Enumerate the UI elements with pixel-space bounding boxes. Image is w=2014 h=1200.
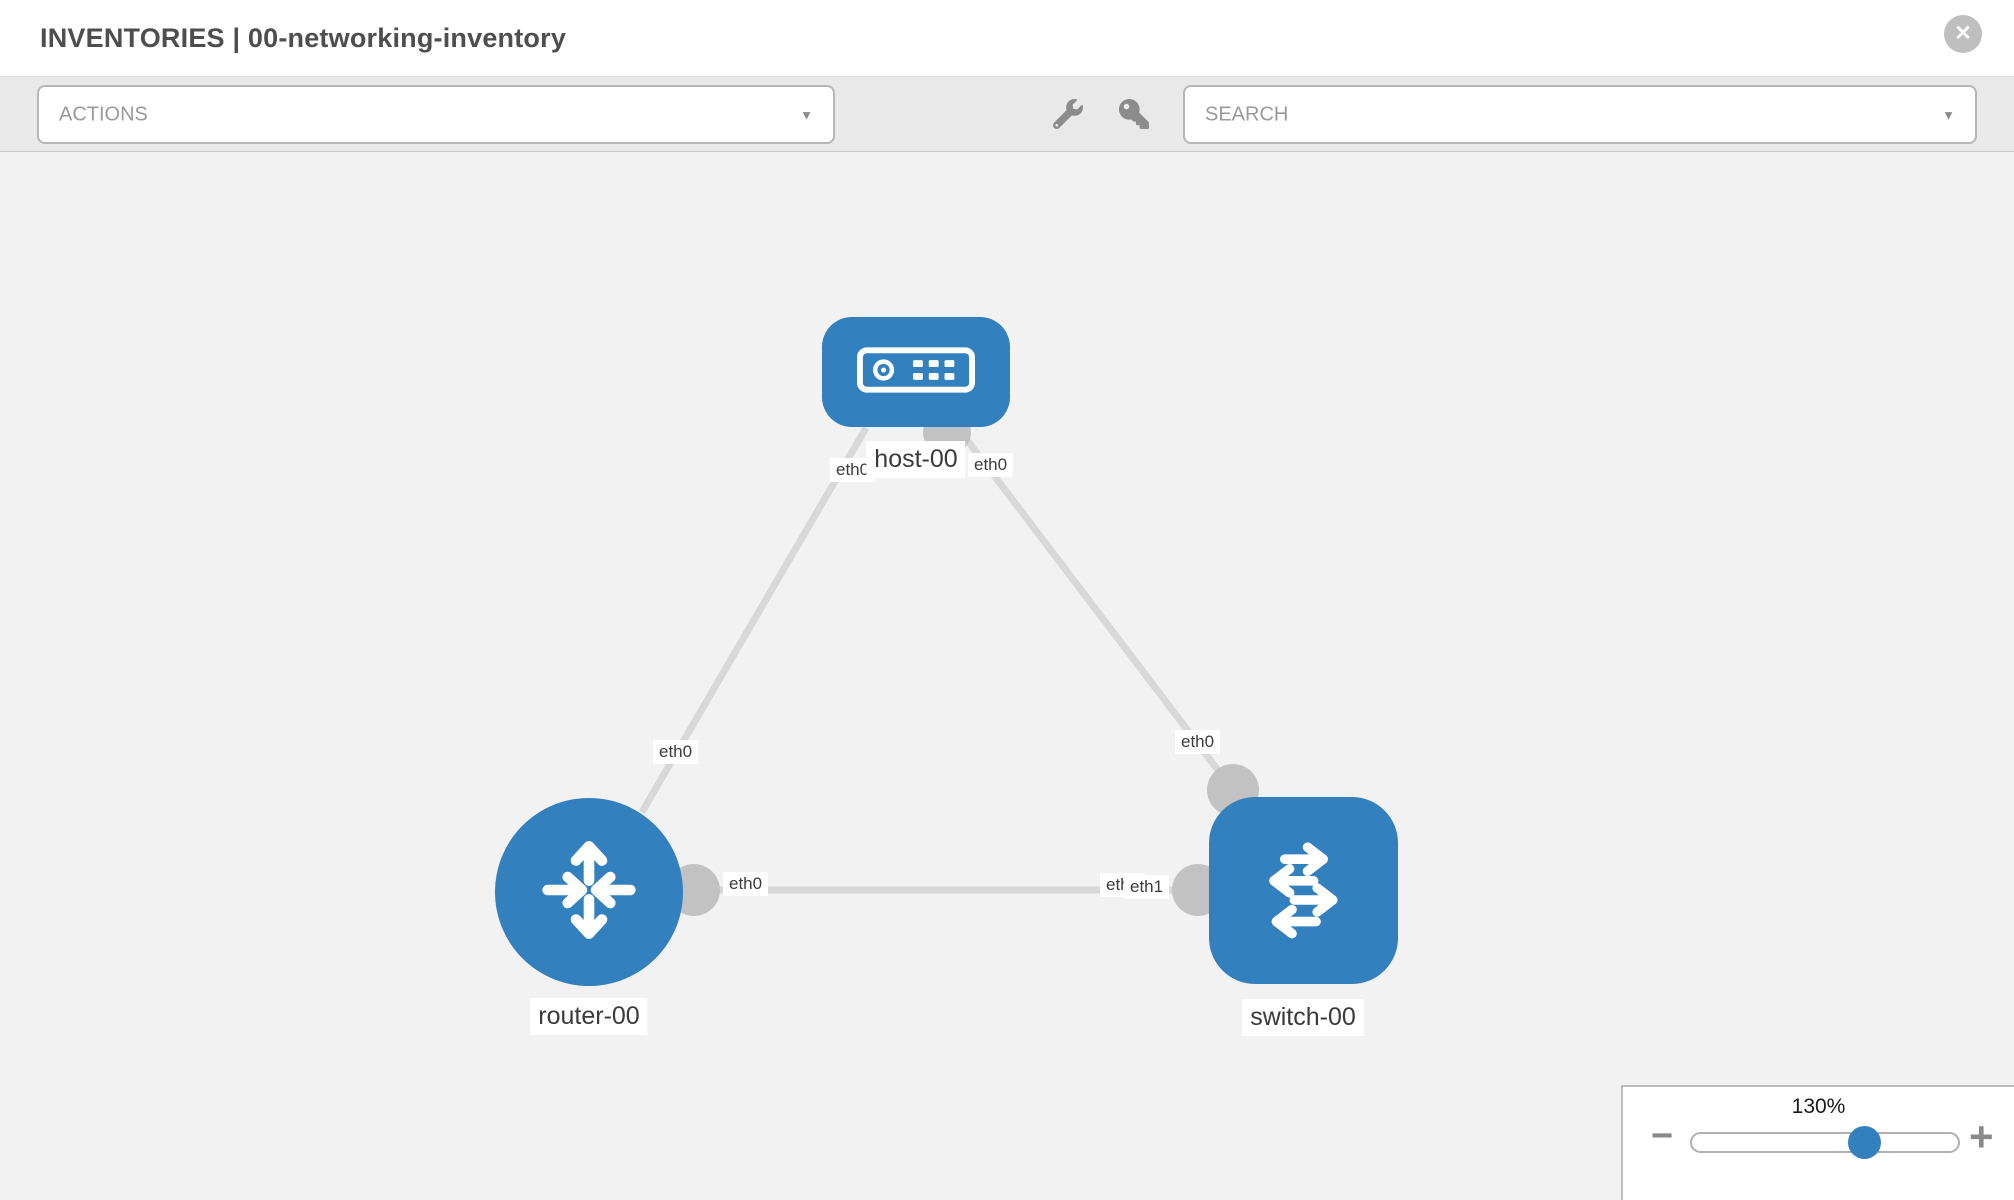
node-switch-00[interactable] [1209,797,1398,984]
zoom-in-button[interactable]: + [1969,1113,1994,1160]
switch-icon [1244,828,1364,953]
wrench-icon[interactable] [1052,99,1087,133]
zoom-slider-track[interactable] [1690,1132,1960,1153]
header: INVENTORIES | 00-networking-inventory ✕ [0,0,2014,76]
search-dropdown[interactable]: SEARCH ▼ [1183,85,1977,144]
toolbar: ACTIONS ▼ SEARCH ▼ [0,76,2014,152]
actions-dropdown[interactable]: ACTIONS ▼ [37,85,835,144]
close-button[interactable]: ✕ [1944,15,1982,53]
iface-label-host-eth0-right: eth0 [968,453,1014,478]
iface-label-switch-eth0-top: eth0 [1175,730,1221,755]
zoom-level-value: 130% [1791,1095,1846,1118]
iface-label-switch-eth1-front: eth1 [1124,875,1170,900]
node-label-switch-00: switch-00 [1242,999,1364,1036]
node-host-00[interactable] [822,317,1010,427]
node-label-router-00: router-00 [530,998,648,1035]
page-title: INVENTORIES | 00-networking-inventory [40,23,567,53]
chevron-down-icon: ▼ [1942,107,1955,122]
link-host-switch[interactable] [955,425,1236,793]
close-icon: ✕ [1954,22,1972,45]
key-icon[interactable] [1119,99,1153,133]
iface-label-router-eth0-right: eth0 [723,872,769,897]
links-layer [638,408,1259,916]
host-icon [857,346,975,398]
topology-canvas[interactable]: eth0 eth0 eth0 eth0 eth0 eth1 eth1 host-… [0,152,2014,1200]
search-dropdown-label: SEARCH [1205,103,1289,125]
router-icon [530,831,648,954]
zoom-panel: 130% − + [1621,1085,2014,1200]
actions-dropdown-label: ACTIONS [59,103,148,125]
node-router-00[interactable] [495,798,683,986]
node-label-host-00: host-00 [866,441,966,478]
zoom-out-button[interactable]: − [1651,1115,1674,1157]
zoom-slider-handle[interactable] [1848,1126,1881,1159]
iface-label-router-eth0-top: eth0 [653,740,699,765]
chevron-down-icon: ▼ [800,107,813,122]
